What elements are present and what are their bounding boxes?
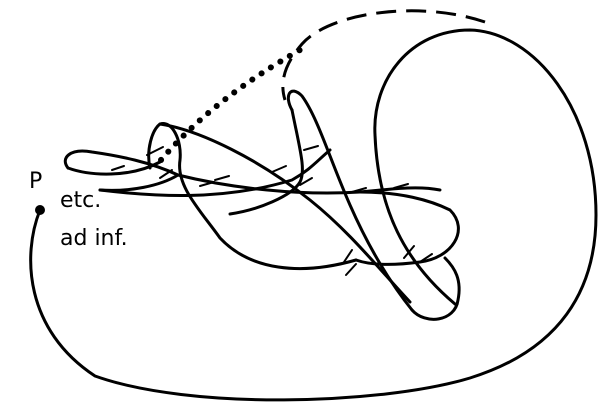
middle-band-lower: [176, 173, 442, 195]
long-diagonal-strand: [158, 122, 412, 304]
point-p-label: P: [29, 169, 43, 194]
central-tall-loop-left: [228, 108, 304, 216]
middle-left-loop: [147, 122, 358, 270]
point-p-marker: [35, 205, 45, 215]
continuation-label-ad-inf: ad inf.: [60, 226, 128, 251]
right-bulb-loop: [354, 190, 460, 266]
central-tall-loop: [286, 89, 414, 312]
outer-arc: [29, 28, 598, 402]
continuation-label-etc: etc.: [60, 188, 102, 213]
left-small-loop: [63, 149, 180, 192]
right-end-loop: [410, 256, 461, 321]
dotted-continuation-segment: [158, 47, 303, 163]
middle-horizontal-band: [98, 148, 332, 198]
crossing-ticks: [111, 145, 433, 276]
